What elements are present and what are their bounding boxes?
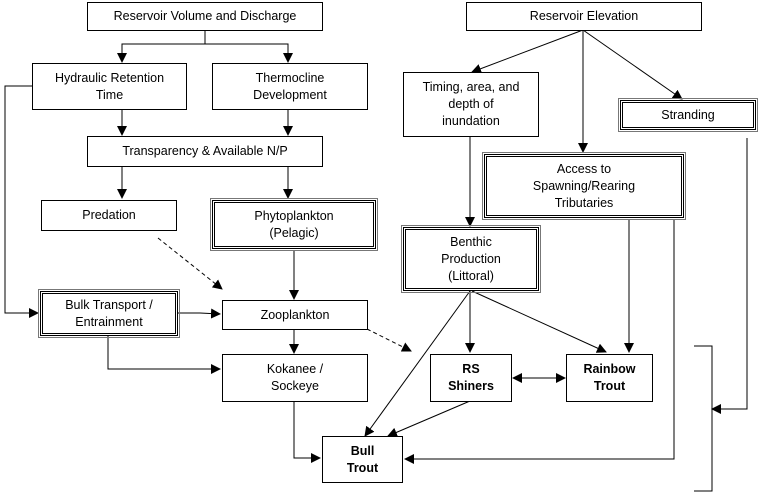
- node-reservoir-elevation: Reservoir Elevation: [466, 2, 702, 31]
- edge-benthic-rainbow: [471, 290, 607, 353]
- node-zooplankton: Zooplankton: [222, 300, 368, 330]
- edge-shiners-bull: [387, 400, 471, 438]
- node-transparency: Transparency & Available N/P: [87, 136, 323, 167]
- node-bull-trout: Bull Trout: [322, 436, 403, 483]
- edge-kokanee-bull: [293, 385, 321, 463]
- node-thermocline: Thermocline Development: [212, 63, 368, 110]
- edge-volume-stem: [117, 30, 206, 63]
- node-predation: Predation: [41, 200, 177, 231]
- edge-volume-thermocline: [205, 43, 293, 63]
- edge-stranding-bracket: [711, 138, 748, 414]
- edge-bulk-zoo: [178, 308, 221, 319]
- node-rainbow-trout: Rainbow Trout: [566, 354, 653, 402]
- edge-zoo-shiners: [366, 328, 412, 352]
- edge-access-bull: [404, 219, 675, 464]
- node-benthic: Benthic Production (Littoral): [401, 225, 541, 293]
- node-rs-shiners: RS Shiners: [430, 354, 512, 402]
- fish-bracket: [694, 345, 713, 492]
- edge-elev-timing: [471, 29, 584, 74]
- node-timing-inundation: Timing, area, and depth of inundation: [403, 72, 539, 137]
- node-hydraulic-retention: Hydraulic Retention Time: [32, 63, 187, 110]
- edge-hrt-bulk: [4, 85, 39, 318]
- edge-elev-stranding: [582, 29, 683, 100]
- edge-bulk-kokanee: [107, 336, 221, 374]
- node-access-tributaries: Access to Spawning/Rearing Tributaries: [482, 152, 686, 220]
- node-kokanee: Kokanee / Sockeye: [222, 354, 368, 402]
- node-bulk-transport: Bulk Transport / Entrainment: [38, 289, 180, 338]
- node-stranding: Stranding: [618, 98, 758, 132]
- node-reservoir-volume: Reservoir Volume and Discharge: [87, 2, 323, 31]
- node-phytoplankton: Phytoplankton (Pelagic): [210, 198, 378, 251]
- edge-benthic-bull: [364, 290, 471, 437]
